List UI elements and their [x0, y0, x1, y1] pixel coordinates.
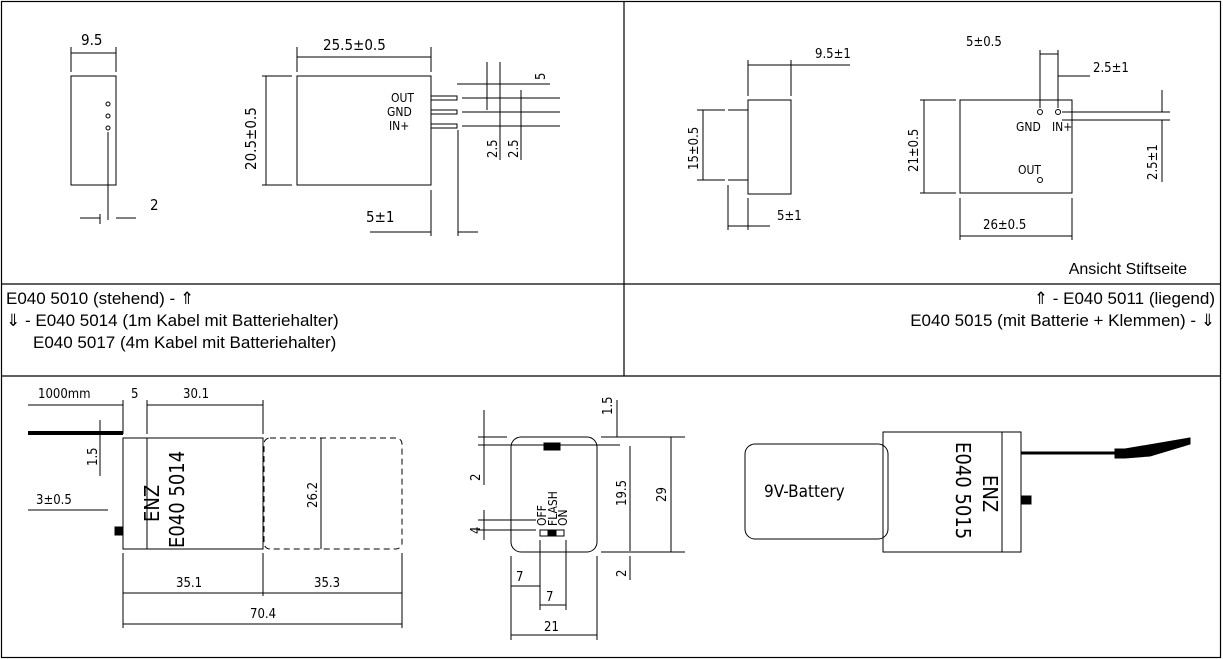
caption-right-line1: ⇑ - E040 5011 (liegend) [1033, 289, 1215, 308]
dim-total: 70.4 [250, 607, 276, 622]
label-part-5015: E040 5015 [951, 442, 975, 539]
pin-label-out-r: OUT [1018, 163, 1041, 177]
bottom-right-drawing [744, 431, 1191, 553]
dim-len1: 35.1 [176, 576, 202, 591]
dim-pin-offset: 2 [150, 196, 159, 214]
switch-label-on: ON [556, 509, 570, 526]
top-right-drawing [697, 50, 1170, 240]
label-part-5014: E040 5014 [165, 451, 189, 548]
dim-mid-w2: 7 [546, 590, 553, 605]
bottom-left-drawing [28, 400, 403, 628]
label-brand-5014: ENZ [140, 485, 164, 522]
dim-pin-pitch-a: 2.5 [486, 139, 501, 158]
dim-side-height: 15±0.5 [687, 127, 702, 170]
bottom-mid-drawing [478, 400, 685, 640]
dim-d: 3±0.5 [36, 493, 72, 508]
dim-body-height-r: 21±0.5 [907, 129, 922, 172]
caption-left-line3: E040 5017 (4m Kabel mit Batteriehalter) [33, 333, 337, 352]
dim-body-width-r: 26±0.5 [983, 218, 1026, 233]
dim-mid-left-a: 2 [469, 474, 484, 481]
dim-pin-length: 5 [534, 73, 549, 80]
dim-pin-length-r: 5±1 [777, 209, 802, 224]
view-note: Ansicht Stiftseite [1068, 261, 1187, 278]
caption-left-line2: ⇓ - E040 5014 (1m Kabel mit Batteriehalt… [6, 311, 339, 330]
dim-width-side: 9.5 [81, 31, 102, 49]
dim-pin-spacing: 5±1 [366, 208, 394, 226]
dim-mid-h1: 19.5 [615, 480, 630, 506]
dim-body-width: 25.5±0.5 [323, 36, 386, 54]
dim-pin-offset-r: 2.5±1 [1146, 144, 1161, 180]
dim-mid-left-b: 4 [469, 527, 484, 534]
dim-a: 5 [131, 387, 138, 402]
top-left-drawing [70, 47, 560, 236]
dim-b: 30.1 [183, 387, 209, 402]
pin-label-in-r: IN+ [1052, 120, 1072, 134]
switch-label-off: OFF [535, 505, 549, 526]
side-view-body [70, 75, 117, 186]
front-body [296, 75, 432, 186]
dim-mid-h2: 29 [655, 487, 670, 502]
dim-mid-bottom: 2 [615, 570, 630, 577]
pin-label-out: OUT [391, 91, 414, 105]
dim-c: 1.5 [86, 447, 101, 466]
dim-len2: 35.3 [314, 576, 340, 591]
caption-right-line2: E040 5015 (mit Batterie + Klemmen) - ⇓ [910, 311, 1215, 330]
dim-mid-top: 1.5 [601, 396, 616, 415]
dim-body-height: 20.5±0.5 [242, 107, 260, 170]
dim-mid-w3: 21 [544, 620, 559, 635]
dim-cable: 1000mm [38, 387, 91, 402]
pin-label-gnd-r: GND [1016, 120, 1041, 134]
dim-mid-w1: 7 [516, 570, 523, 585]
dim-pin-spacing-b: 2.5±1 [1093, 61, 1129, 76]
caption-left-line1: E040 5010 (stehend) - ⇑ [6, 289, 195, 308]
dim-pin-spacing-top: 5±0.5 [966, 35, 1002, 50]
label-brand-5015: ENZ [978, 475, 1002, 512]
dim-side-width: 9.5±1 [815, 47, 851, 62]
pin-label-gnd: GND [387, 105, 412, 119]
battery-label: 9V-Battery [764, 482, 845, 502]
dim-pin-pitch-b: 2.5 [507, 139, 522, 158]
dim-height: 26.2 [306, 482, 321, 508]
pin-label-in: IN+ [389, 119, 409, 133]
switch-label-flash: FLASH [546, 491, 560, 526]
